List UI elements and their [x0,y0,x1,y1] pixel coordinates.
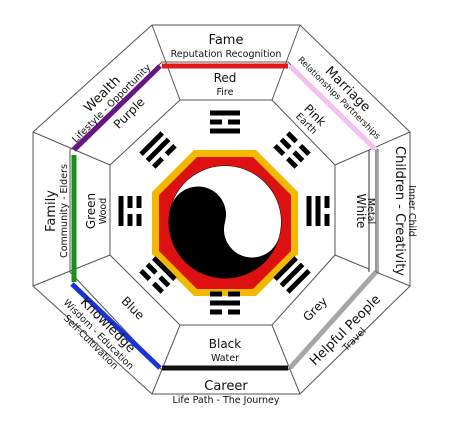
trigram-line-broken [324,196,330,208]
trigram-line-solid [210,128,240,134]
trigram-line-broken [151,281,165,294]
yin-yang-symbol [168,165,282,279]
left-element-label: Wood [98,198,109,225]
trigram-line-broken [285,131,299,144]
trigram-top [210,110,240,134]
trigram-line-solid [118,196,124,226]
trigram-line-broken [145,262,158,275]
wealth-color-bar [72,64,162,152]
bottom-element-label: Water [211,353,239,364]
trigram-bottomright [273,256,311,294]
trigram-line-broken [285,156,299,169]
trigram-line-solid [139,131,165,157]
right-element-label: Metal [365,198,376,224]
trigram-line-solid [145,137,171,163]
trigram-line-broken [273,143,286,157]
right-color-label: White [354,194,368,229]
sector-dividers [32,24,411,395]
yang-dot [245,222,259,236]
yin-dot [191,208,205,222]
trigram-line-broken [228,119,240,125]
trigram-topleft [139,131,177,169]
helpful-color-bar [288,270,378,370]
trigram-topright [273,131,311,169]
left-color-label: Green [84,193,98,229]
top-color-label: Red [214,71,237,85]
trigram-line-broken [292,150,305,163]
knowledge-color-bar [70,282,162,370]
top-element-label: Fire [217,87,234,98]
marriage-color-bar [288,64,378,152]
trigram-line-broken [324,214,330,226]
trigram-line-broken [136,214,142,226]
trigrams [118,110,330,315]
trigram-line-solid [315,196,321,226]
trigram-bottom [210,291,240,315]
trigram-line-solid [273,256,299,282]
trigram-line-broken [127,196,133,208]
trigram-line-solid [279,262,305,288]
family-title: Family [44,190,59,232]
career-subtitle: Life Path - The Journey [172,395,279,406]
children-title: Children - Creativity [392,146,407,276]
trigram-line-broken [228,309,240,315]
children-subtitle: Inner Child [406,185,417,237]
trigram-line-solid [285,268,311,294]
career-title: Career [204,379,248,394]
trigram-line-broken [210,119,222,125]
fame-title: Fame [209,33,244,48]
trigram-line-solid [210,300,240,306]
trigram-line-broken [136,196,142,208]
trigram-line-broken [298,143,311,157]
trigram-line-solid [306,196,312,226]
trigram-line-solid [210,110,240,116]
trigram-line-broken [158,275,171,288]
trigram-bottomleft [139,256,177,294]
trigram-line-broken [151,156,165,169]
trigram-line-solid [151,256,177,282]
trigram-line-broken [210,309,222,315]
trigram-line-broken [164,143,177,157]
trigram-line-broken [139,268,152,282]
bottom-color-label: Black [209,337,242,351]
trigram-left [118,196,142,226]
trigram-right [306,196,330,226]
trigram-line-broken [210,291,222,297]
fame-subtitle: Reputation Recognition [171,49,282,60]
trigram-line-broken [279,137,292,150]
family-subtitle: Community - Elders [59,164,70,258]
trigram-line-broken [228,291,240,297]
trigram-line-broken [127,214,133,226]
